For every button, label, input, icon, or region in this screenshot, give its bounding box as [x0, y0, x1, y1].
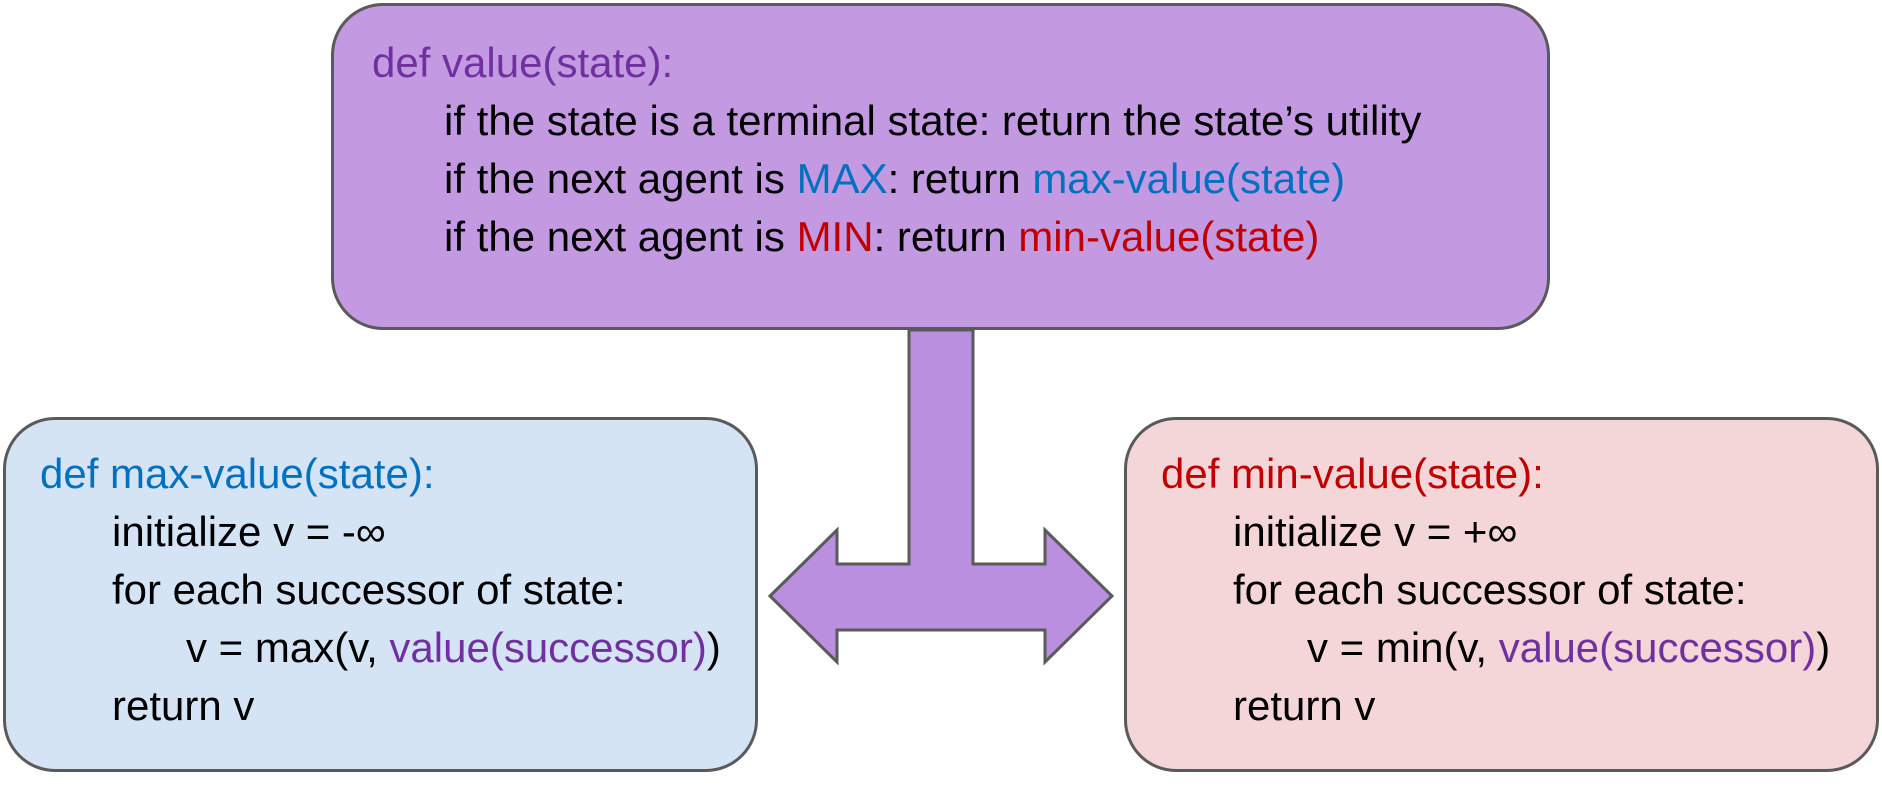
min-value-successor-call: value(successor): [1498, 624, 1817, 671]
min-value-init: initialize v = +∞: [1233, 508, 1518, 555]
min-value-return: return v: [1233, 682, 1376, 729]
value-signature: def value(state):: [372, 39, 674, 86]
min-value-function-box: def min-value(state): initialize v = +∞ …: [1124, 417, 1879, 772]
max-value-function-box: def max-value(state): initialize v = -∞ …: [3, 417, 758, 772]
max-value-successor-call: value(successor): [389, 624, 707, 671]
max-value-init: initialize v = -∞: [112, 508, 386, 555]
min-agent-label: MIN: [796, 213, 874, 260]
min-value-signature: def min-value(state):: [1161, 450, 1544, 497]
value-max-line: if the next agent is MAX: return max-val…: [444, 155, 1346, 202]
value-min-line: if the next agent is MIN: return min-val…: [444, 213, 1320, 260]
max-value-loop: for each successor of state:: [112, 566, 626, 613]
value-function-box: def value(state): if the state is a term…: [331, 3, 1550, 330]
min-value-call: min-value(state): [1018, 213, 1320, 260]
max-value-call: max-value(state): [1032, 155, 1346, 202]
min-value-loop: for each successor of state:: [1233, 566, 1747, 613]
t-arrow-shape: [767, 328, 1115, 666]
max-value-return: return v: [112, 682, 255, 729]
min-value-update: v = min(v, value(successor)): [1307, 624, 1831, 671]
max-agent-label: MAX: [796, 155, 888, 202]
max-value-signature: def max-value(state):: [40, 450, 435, 497]
value-terminal-line: if the state is a terminal state: return…: [444, 97, 1422, 144]
max-value-update: v = max(v, value(successor)): [186, 624, 721, 671]
